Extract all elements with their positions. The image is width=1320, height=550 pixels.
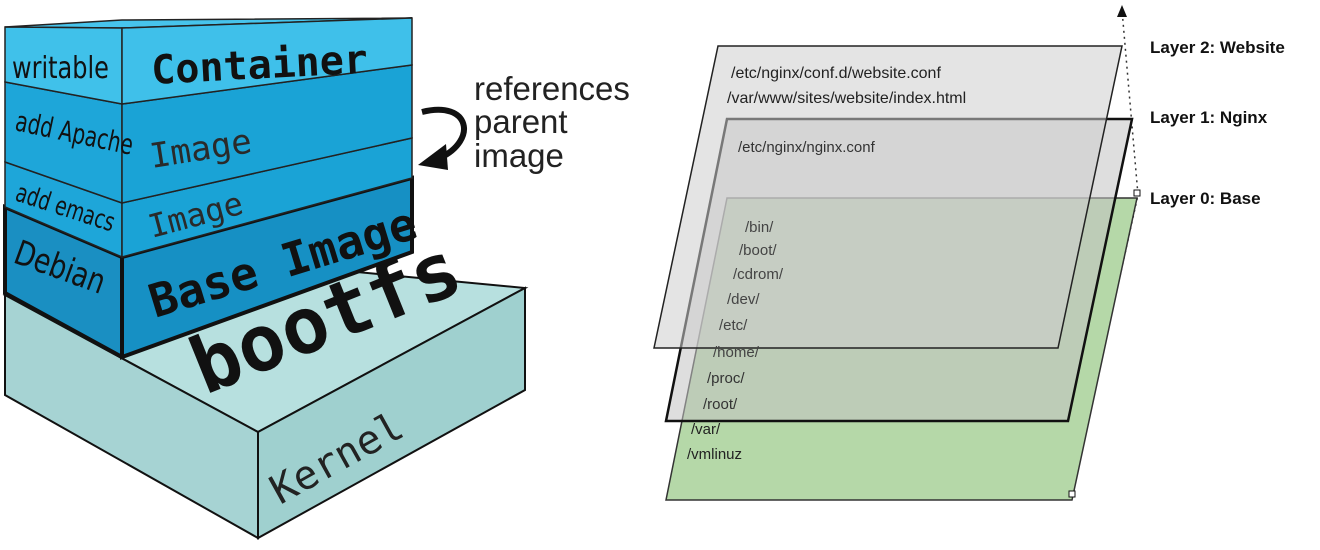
layer1-label: Layer 1: Nginx [1150,108,1268,127]
kernel-block-front [257,286,526,540]
layer2-label: Layer 2: Website [1150,38,1285,57]
layer0-file-list: /bin/ /boot/ /cdrom/ /dev/ /etc/ /home/ … [687,219,784,463]
layer1-file: /etc/nginx/nginx.conf [738,139,876,156]
filesystem-stack-diagram: Kernel bootfs Debian Base Image add emac… [2,17,630,540]
layer0-file: /cdrom/ [733,266,784,283]
container-label: Container [150,37,369,94]
writable-label: writable [12,51,109,85]
references-parent-annotation: references parent image [418,70,630,174]
annotation-line-3: image [474,137,564,174]
layer0-file: /bin/ [745,219,774,236]
layer2-file: /var/www/sites/website/index.html [727,90,966,107]
layer0-file: /dev/ [727,291,760,308]
layer0-file: /vmlinuz [687,446,742,463]
dotted-arrow-right-head-icon [1117,5,1127,17]
layer0-file: /boot/ [739,242,777,259]
layer0-file: /root/ [703,396,738,413]
layer0-file: /proc/ [707,370,745,387]
annotation-line-1: references [474,70,630,107]
layer0-bottom-marker [1068,490,1076,498]
annotation-line-2: parent [474,103,568,140]
layer0-file: /home/ [713,344,760,361]
layer0-file: /var/ [691,421,721,438]
container-front [121,17,413,105]
layer2-file: /etc/nginx/conf.d/website.conf [731,65,941,82]
layer-planes-diagram: Layer 2: Website Layer 1: Nginx Layer 0:… [653,5,1285,501]
layer2-plane [653,45,1123,349]
layer0-file: /etc/ [719,317,748,334]
layer0-marker [1133,189,1141,197]
layer0-label: Layer 0: Base [1150,189,1261,208]
arrow-head-icon [418,144,448,170]
curved-arrow-icon [421,106,467,161]
